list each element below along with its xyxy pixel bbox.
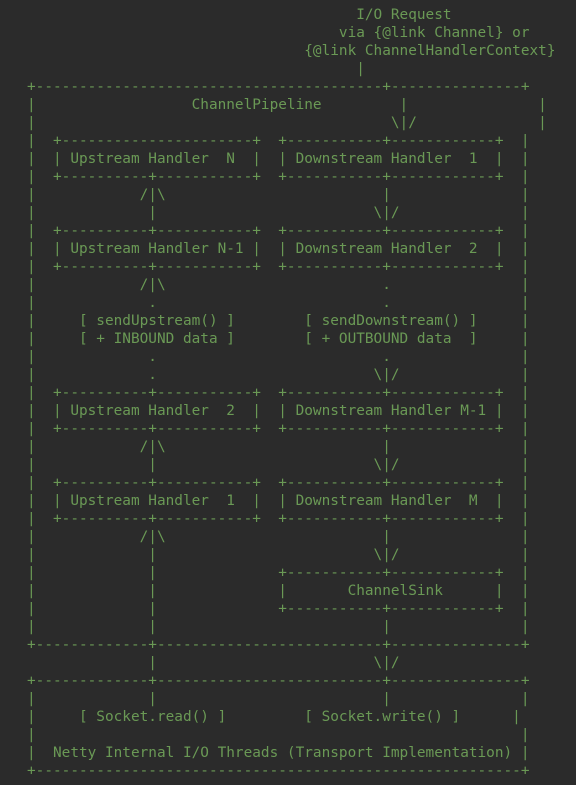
diagram-line: | | \|/ |	[27, 205, 530, 221]
diagram-line: | +----------+-----------+ +-----------+…	[27, 169, 530, 185]
ascii-pipeline-diagram: I/O Request via {@link Channel} or {@lin…	[27, 6, 556, 780]
diagram-line: | | | |	[27, 619, 530, 635]
diagram-line: | | \|/ |	[27, 457, 530, 473]
diagram-line: +-------------+-------------------------…	[27, 637, 530, 653]
diagram-line: | +----------+-----------+ +-----------+…	[27, 223, 530, 239]
diagram-line: | | +-----------+------------+ |	[27, 601, 530, 617]
diagram-line: | | Upstream Handler N | | Downstream Ha…	[27, 151, 530, 167]
diagram-line: | \|/ |	[27, 115, 547, 131]
diagram-line: | /|\ | |	[27, 529, 530, 545]
diagram-line: | [ Socket.read() ] [ Socket.write() ] |	[27, 709, 521, 725]
diagram-line: | [ sendUpstream() ] [ sendDownstream() …	[27, 313, 530, 329]
diagram-line: | /|\ . |	[27, 277, 530, 293]
diagram-line: | +----------+-----------+ +-----------+…	[27, 421, 530, 437]
diagram-line: | | | |	[27, 691, 530, 707]
diagram-line: | /|\ | |	[27, 187, 530, 203]
diagram-line: | +----------+-----------+ +-----------+…	[27, 385, 530, 401]
diagram-line: | |	[27, 727, 530, 743]
diagram-line: | | | ChannelSink | |	[27, 583, 530, 599]
diagram-line: | | +-----------+------------+ |	[27, 565, 530, 581]
diagram-line: | +----------+-----------+ +-----------+…	[27, 475, 530, 491]
diagram-line: +-------------+-------------------------…	[27, 673, 530, 689]
diagram-line: {@link ChannelHandlerContext}	[27, 43, 556, 59]
diagram-line: via {@link Channel} or	[27, 25, 530, 41]
diagram-line: | /|\ | |	[27, 439, 530, 455]
diagram-line: +---------------------------------------…	[27, 763, 530, 779]
diagram-line: | +----------+-----------+ +-----------+…	[27, 511, 530, 527]
diagram-line: +---------------------------------------…	[27, 79, 530, 95]
diagram-line: | . . |	[27, 349, 530, 365]
diagram-line: | | Upstream Handler N-1 | | Downstream …	[27, 241, 530, 257]
diagram-line: | | Upstream Handler 1 | | Downstream Ha…	[27, 493, 530, 509]
diagram-line: |	[27, 61, 365, 77]
diagram-line: | +----------------------+ +-----------+…	[27, 133, 530, 149]
diagram-line: | Netty Internal I/O Threads (Transport …	[27, 745, 530, 761]
diagram-line: | . \|/ |	[27, 367, 530, 383]
diagram-line: | | \|/ |	[27, 547, 530, 563]
diagram-line: | . . |	[27, 295, 530, 311]
diagram-line: | | Upstream Handler 2 | | Downstream Ha…	[27, 403, 530, 419]
diagram-line: | \|/	[27, 655, 400, 671]
diagram-line: | [ + INBOUND data ] [ + OUTBOUND data ]…	[27, 331, 530, 347]
diagram-line: | ChannelPipeline | |	[27, 97, 547, 113]
diagram-line: I/O Request	[27, 7, 452, 23]
diagram-line: | +----------+-----------+ +-----------+…	[27, 259, 530, 275]
